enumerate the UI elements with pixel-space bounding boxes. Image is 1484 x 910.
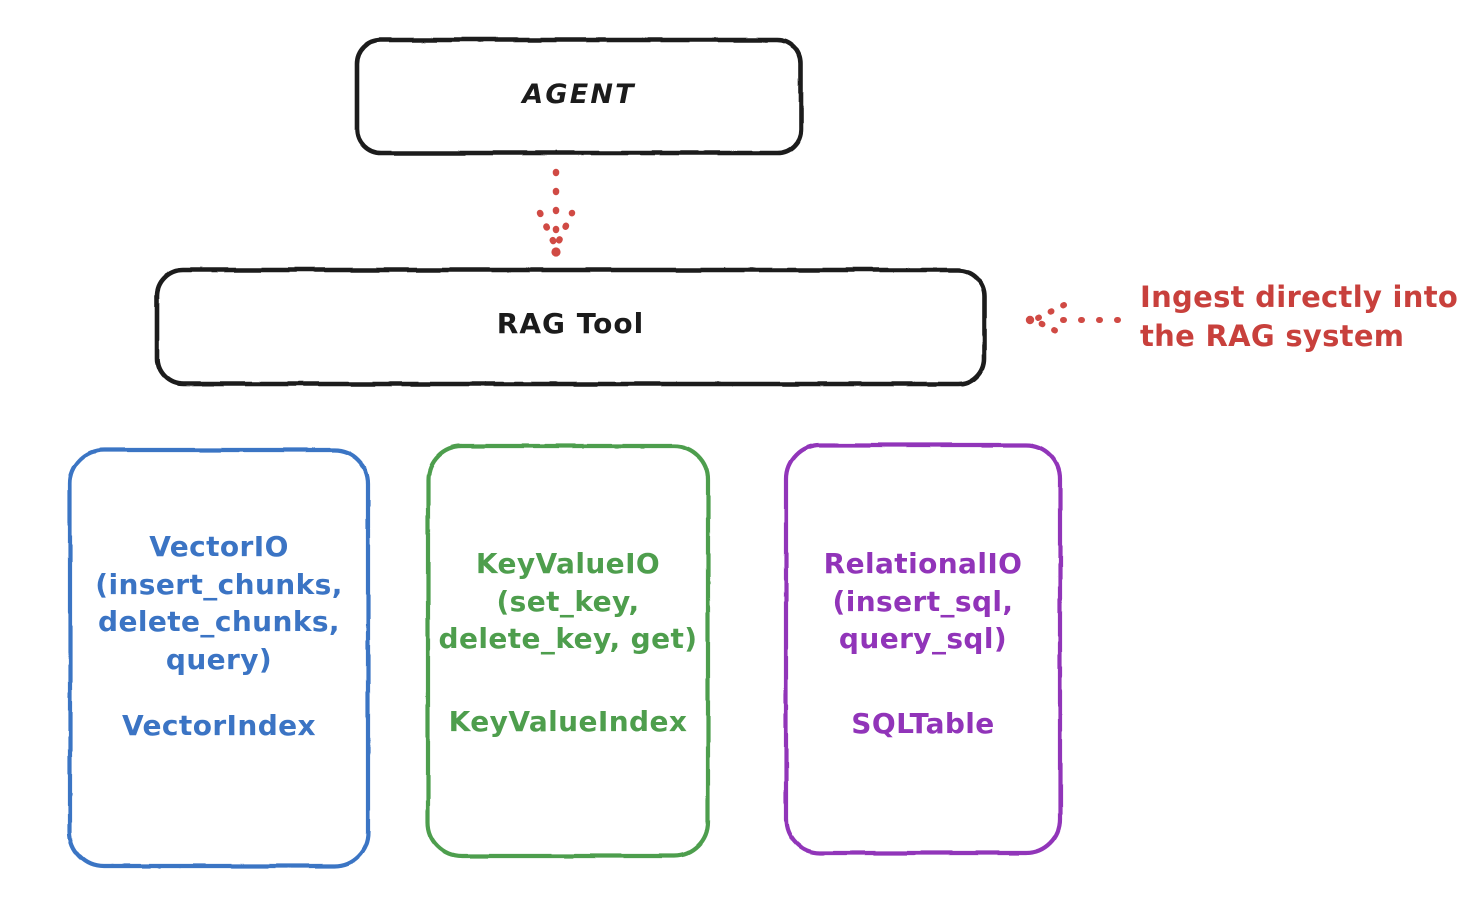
agent-node-outline [354,37,804,156]
relational-io-node-outline [783,442,1063,856]
edge-agent-to-rag-tool [536,168,576,257]
rag-tool-node-outline [154,267,987,387]
vector-io-node-outline [67,447,371,869]
edge-ingest-note-to-rag-tool [1025,302,1121,338]
key-value-io-node-outline [425,443,711,859]
